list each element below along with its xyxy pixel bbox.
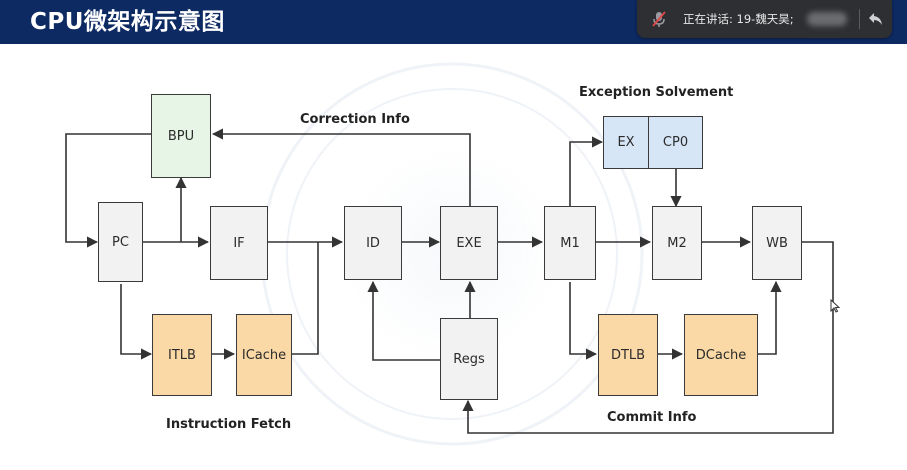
pill-divider xyxy=(859,9,860,29)
cp0-block: CP0 xyxy=(648,116,703,169)
cpu-diagram: BPU PC IF ID EXE M1 M2 WB EX CP0 ITLB IC… xyxy=(0,44,907,470)
m1-label: M1 xyxy=(560,235,580,251)
exception-solvement-label: Exception Solvement xyxy=(579,85,734,100)
reply-icon[interactable] xyxy=(866,9,886,29)
cp0-label: CP0 xyxy=(662,135,689,150)
icache-label: ICache xyxy=(241,347,287,363)
pc-label: PC xyxy=(112,234,129,250)
if-block: IF xyxy=(210,206,268,280)
bpu-block: BPU xyxy=(151,94,211,178)
mouse-cursor-icon xyxy=(830,299,840,313)
id-block: ID xyxy=(344,206,402,280)
correction-info-label: Correction Info xyxy=(300,112,410,127)
speaker-banner: 正在讲话: 19-魏天昊; xyxy=(637,0,892,38)
wb-label: WB xyxy=(766,235,788,251)
dtlb-label: DTLB xyxy=(610,347,646,363)
itlb-block: ITLB xyxy=(152,314,212,396)
ex-block: EX xyxy=(603,116,649,169)
speaker-text: 正在讲话: 19-魏天昊; xyxy=(683,12,794,26)
dtlb-block: DTLB xyxy=(598,314,658,396)
m1-block: M1 xyxy=(544,206,596,280)
regs-block: Regs xyxy=(440,318,498,400)
m2-label: M2 xyxy=(667,235,687,251)
regs-label: Regs xyxy=(453,351,485,367)
title-bar: CPU微架构示意图 正在讲话: 19-魏天昊; xyxy=(0,0,907,44)
slide-title: CPU微架构示意图 xyxy=(30,9,225,35)
dcache-block: DCache xyxy=(684,314,758,396)
wb-block: WB xyxy=(752,206,802,280)
blurred-name xyxy=(807,12,847,26)
exe-label: EXE xyxy=(456,235,482,251)
dcache-label: DCache xyxy=(695,347,747,363)
commit-info-label: Commit Info xyxy=(607,410,697,425)
muted-mic-icon xyxy=(652,11,666,27)
ex-label: EX xyxy=(617,135,635,150)
id-label: ID xyxy=(366,235,380,251)
m2-block: M2 xyxy=(652,206,702,280)
itlb-label: ITLB xyxy=(168,347,196,363)
bpu-label: BPU xyxy=(167,128,195,144)
instruction-fetch-label: Instruction Fetch xyxy=(166,417,292,432)
exe-block: EXE xyxy=(440,206,498,280)
pc-block: PC xyxy=(98,202,143,282)
icache-block: ICache xyxy=(236,314,292,396)
if-label: IF xyxy=(233,235,245,251)
